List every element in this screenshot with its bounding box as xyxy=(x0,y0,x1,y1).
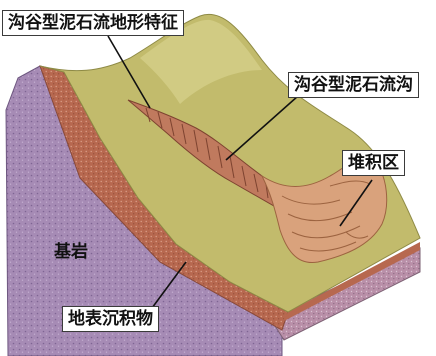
label-gully-channel: 沟谷型泥石流沟 xyxy=(288,72,419,98)
label-deposit-zone: 堆积区 xyxy=(342,150,405,176)
label-surface-deposit: 地表沉积物 xyxy=(62,306,159,332)
label-bedrock: 基岩 xyxy=(50,240,92,264)
label-gully-features: 沟谷型泥石流地形特征 xyxy=(2,10,184,36)
